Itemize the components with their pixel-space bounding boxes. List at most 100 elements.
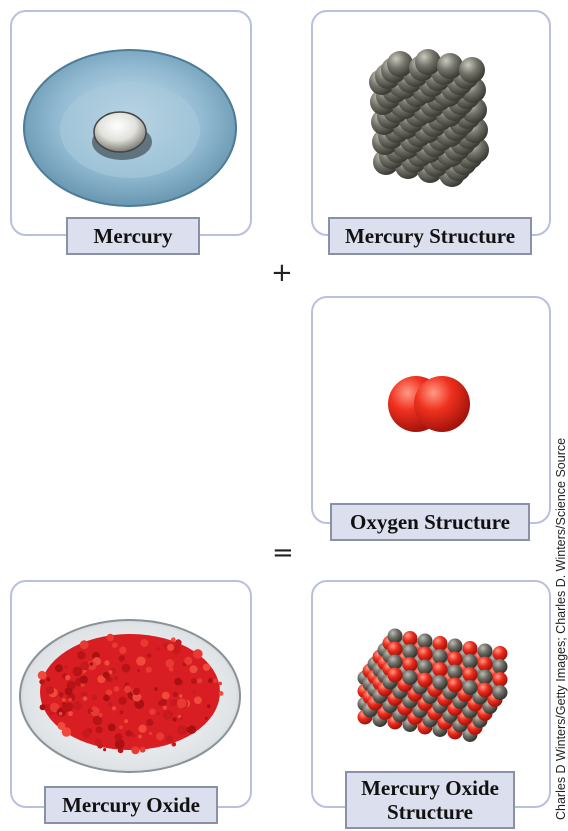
powder-grain [138, 725, 146, 733]
powder-grain [112, 706, 116, 710]
powder-grain [124, 686, 131, 693]
powder-grain [95, 739, 102, 746]
mercury-atom [493, 685, 508, 700]
powder-grain [184, 657, 192, 665]
powder-grain [166, 735, 173, 742]
oxygen-atom [418, 647, 433, 662]
powder-grain [203, 664, 210, 671]
oxygen-atom [493, 672, 508, 687]
mercury-atom-lattice [370, 52, 500, 192]
mercury-atom [403, 644, 418, 659]
powder-grain [124, 719, 128, 723]
mercury-atom [433, 649, 448, 664]
powder-grain [208, 678, 213, 683]
powder-grain [138, 735, 142, 739]
mercury-atom [459, 57, 485, 83]
mercury-caption: Mercury [66, 217, 200, 255]
powder-grain [68, 698, 72, 702]
powder-grain [122, 664, 131, 673]
mercury-atom [448, 639, 463, 654]
powder-grain [107, 634, 115, 642]
powder-grain [82, 729, 91, 738]
powder-grain [40, 704, 46, 710]
powder-grain [92, 695, 97, 700]
powder-grain [81, 643, 85, 647]
mercury-atom [418, 634, 433, 649]
powder-grain [213, 679, 217, 683]
powder-grain [68, 711, 73, 716]
powder-grain [59, 692, 64, 697]
mercury-atom [478, 644, 493, 659]
powder-grain [119, 655, 125, 661]
oxygen-structure-caption: Oxygen Structure [330, 503, 530, 541]
oxygen-atom [403, 657, 418, 672]
powder-grain [65, 687, 73, 695]
powder-grain [129, 732, 133, 736]
powder-grain [118, 748, 124, 754]
powder-grain [188, 725, 197, 734]
powder-grain [59, 712, 63, 716]
powder-grain [103, 695, 110, 702]
powder-grain [83, 696, 88, 701]
powder-grain [172, 742, 177, 747]
powder-grain [197, 678, 202, 683]
mercury-atom [493, 659, 508, 674]
powder-grain [114, 686, 120, 692]
powder-grain [62, 698, 66, 702]
powder-grain [39, 679, 44, 684]
caption-line-1: Mercury Oxide [361, 776, 499, 800]
powder-grain [46, 677, 50, 681]
powder-grain [133, 688, 140, 695]
powder-grain [157, 647, 160, 650]
powder-grain [119, 697, 127, 705]
powder-grain [167, 644, 174, 651]
oxygen-atom [493, 646, 508, 661]
powder-grain [80, 676, 88, 684]
oxygen-atom [478, 657, 493, 672]
powder-grain [96, 726, 103, 733]
powder-grain [162, 692, 170, 700]
powder-grain [108, 702, 113, 707]
powder-grain [179, 694, 182, 697]
mercury-atom [433, 675, 448, 690]
oxygen-atom [433, 662, 448, 677]
powder-grain [194, 696, 202, 704]
powder-grain [170, 699, 177, 706]
powder-grain [99, 713, 103, 717]
powder-grain [114, 676, 119, 681]
mercury-atom [448, 665, 463, 680]
mercury-atom [403, 670, 418, 685]
powder-grain [146, 667, 152, 673]
powder-grain [46, 686, 54, 694]
mercury-atom [463, 680, 478, 695]
powder-grain [119, 710, 123, 714]
powder-grain [64, 665, 68, 669]
oxygen-atom [418, 673, 433, 688]
powder-grain [47, 708, 51, 712]
oxygen-atom [403, 631, 418, 646]
powder-grain [108, 724, 116, 732]
mercury-dish-image [22, 40, 242, 210]
mercury-oxide-lattice [355, 620, 515, 770]
powder-grain [90, 709, 93, 712]
powder-grain [190, 665, 198, 673]
powder-grain [174, 678, 182, 686]
plus-sign: + [271, 258, 293, 288]
powder-grain [163, 706, 167, 710]
powder-grain [103, 672, 110, 679]
mercury-oxide-structure-caption: Mercury Oxide Structure [345, 771, 515, 829]
oxygen-atom [388, 642, 403, 657]
powder-grain [205, 717, 208, 720]
caption-line-2: Structure [387, 800, 473, 824]
powder-grain [131, 746, 139, 754]
oxygen-atom [433, 636, 448, 651]
powder-grain [146, 719, 153, 726]
oxygen-atom [463, 641, 478, 656]
powder-grain [219, 682, 222, 685]
powder-grain [114, 733, 122, 741]
powder-grain [73, 701, 82, 710]
powder-grain [177, 698, 187, 708]
powder-grain [77, 651, 86, 660]
mercury-atom [478, 670, 493, 685]
powder-grain [219, 691, 224, 696]
